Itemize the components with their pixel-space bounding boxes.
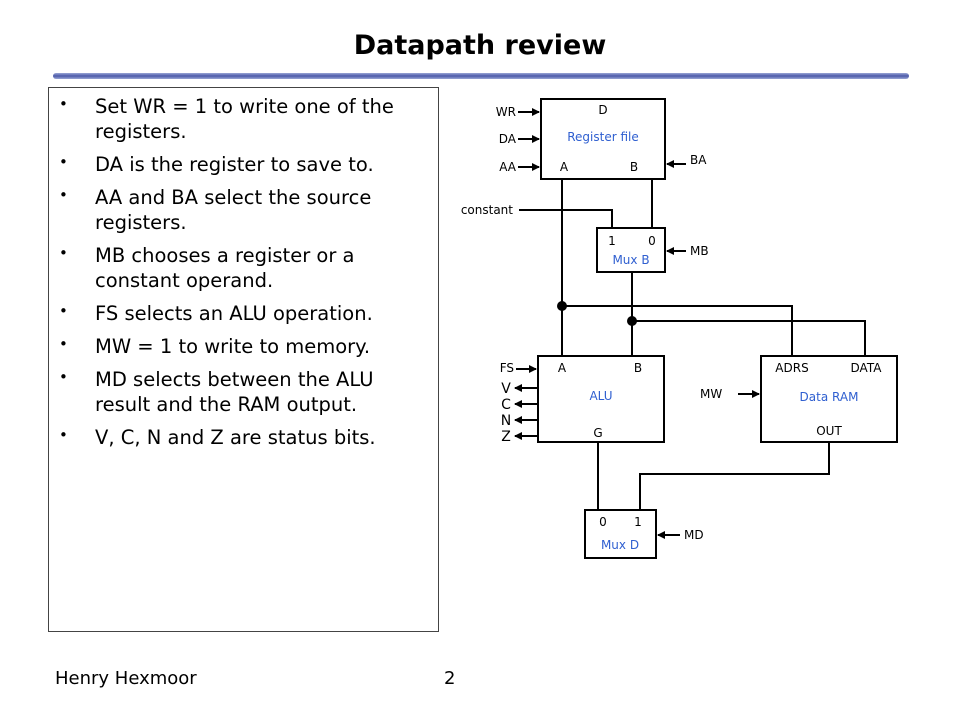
bullet-item: MB chooses a register or a constant oper…: [49, 241, 428, 293]
title-rule: [53, 73, 909, 79]
alu-port-b: B: [634, 361, 642, 375]
ram-out-wire: [639, 442, 830, 510]
mw-label: MW: [700, 387, 722, 401]
mux-b-in1: 1: [608, 234, 616, 248]
bullet-item: V, C, N and Z are status bits.: [49, 423, 428, 450]
data-ram-label: Data RAM: [800, 390, 859, 404]
junction-b: [627, 316, 637, 326]
bullet-box: Set WR = 1 to write one of the registers…: [48, 87, 439, 632]
constant-wire: [519, 209, 613, 228]
adrs-wire: [562, 305, 793, 356]
register-file-port-b: B: [630, 160, 638, 174]
mux-d-in0: 0: [599, 515, 607, 529]
mb-label: MB: [690, 244, 709, 258]
mux-b-label: Mux B: [612, 253, 649, 267]
junction-a: [557, 301, 567, 311]
alu-port-a: A: [558, 361, 567, 375]
data-wire: [632, 320, 866, 356]
status-n-label: N: [501, 413, 511, 429]
register-file-label: Register file: [567, 130, 639, 144]
status-z-label: Z: [501, 429, 511, 445]
footer-author: Henry Hexmoor: [55, 668, 197, 689]
status-c-label: C: [501, 397, 511, 413]
mux-b-in0: 0: [648, 234, 656, 248]
aa-label: AA: [499, 160, 517, 174]
bullet-item: FS selects an ALU operation.: [49, 299, 428, 326]
constant-label: constant: [461, 203, 513, 217]
bullet-item: AA and BA select the source registers.: [49, 183, 428, 235]
register-file-port-a: A: [560, 160, 569, 174]
fs-label: FS: [500, 361, 514, 375]
md-label: MD: [684, 528, 704, 542]
status-v-label: V: [501, 381, 511, 397]
ram-port-out: OUT: [816, 424, 842, 438]
register-file-port-d: D: [598, 103, 607, 117]
page-number: 2: [444, 668, 456, 689]
bullet-item: MD selects between the ALU result and th…: [49, 365, 428, 417]
alu-label: ALU: [589, 389, 612, 403]
mux-d-in1: 1: [634, 515, 642, 529]
ba-label: BA: [690, 153, 707, 167]
ram-port-data: DATA: [851, 361, 883, 375]
ram-port-adrs: ADRS: [775, 361, 808, 375]
mux-d-label: Mux D: [601, 538, 639, 552]
bullet-item: MW = 1 to write to memory.: [49, 332, 428, 359]
alu-block: [537, 355, 665, 443]
bullet-item: DA is the register to save to.: [49, 150, 428, 177]
register-file-block: [540, 98, 666, 180]
bullet-item: Set WR = 1 to write one of the registers…: [49, 92, 428, 144]
bullet-list: Set WR = 1 to write one of the registers…: [49, 88, 438, 450]
mux-d-block: [584, 509, 657, 559]
slide-title: Datapath review: [353, 30, 607, 61]
alu-port-g: G: [593, 426, 602, 440]
wr-label: WR: [496, 105, 516, 119]
da-label: DA: [499, 132, 517, 146]
